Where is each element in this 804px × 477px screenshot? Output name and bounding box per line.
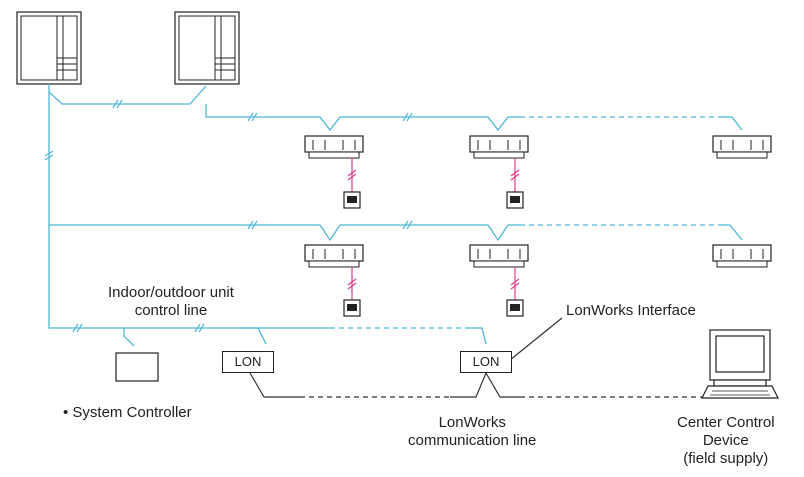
remote-controller-r2-1: [343, 299, 361, 317]
remote-lines: [347, 158, 520, 300]
lonworks-comm-line-label: LonWorks communication line: [408, 414, 537, 449]
remote-controller-r1-1: [343, 191, 361, 209]
lonworks-line: [249, 317, 710, 398]
system-controller-label: • System Controller: [63, 404, 192, 421]
control-lines: [48, 84, 743, 347]
system-controller-box: [115, 352, 159, 382]
indoor-unit-r2-2: [469, 244, 529, 268]
lonworks-interface-label: LonWorks Interface: [566, 302, 696, 319]
center-control-device-label: Center Control Device (field supply): [677, 414, 775, 467]
remote-controller-r2-2: [506, 299, 524, 317]
center-control-device-icon: [701, 329, 779, 399]
line-break-marks: [44, 99, 413, 333]
indoor-unit-r1-3: [712, 135, 772, 159]
indoor-unit-r1-1: [304, 135, 364, 159]
indoor-unit-r2-1: [304, 244, 364, 268]
lon-box-1: LON: [222, 351, 274, 373]
outdoor-unit-2: [174, 11, 240, 85]
remote-controller-r1-2: [506, 191, 524, 209]
outdoor-unit-1: [16, 11, 82, 85]
lon-box-2: LON: [460, 351, 512, 373]
indoor-unit-r2-3: [712, 244, 772, 268]
control-line-label: Indoor/outdoor unit control line: [108, 284, 234, 319]
indoor-unit-r1-2: [469, 135, 529, 159]
